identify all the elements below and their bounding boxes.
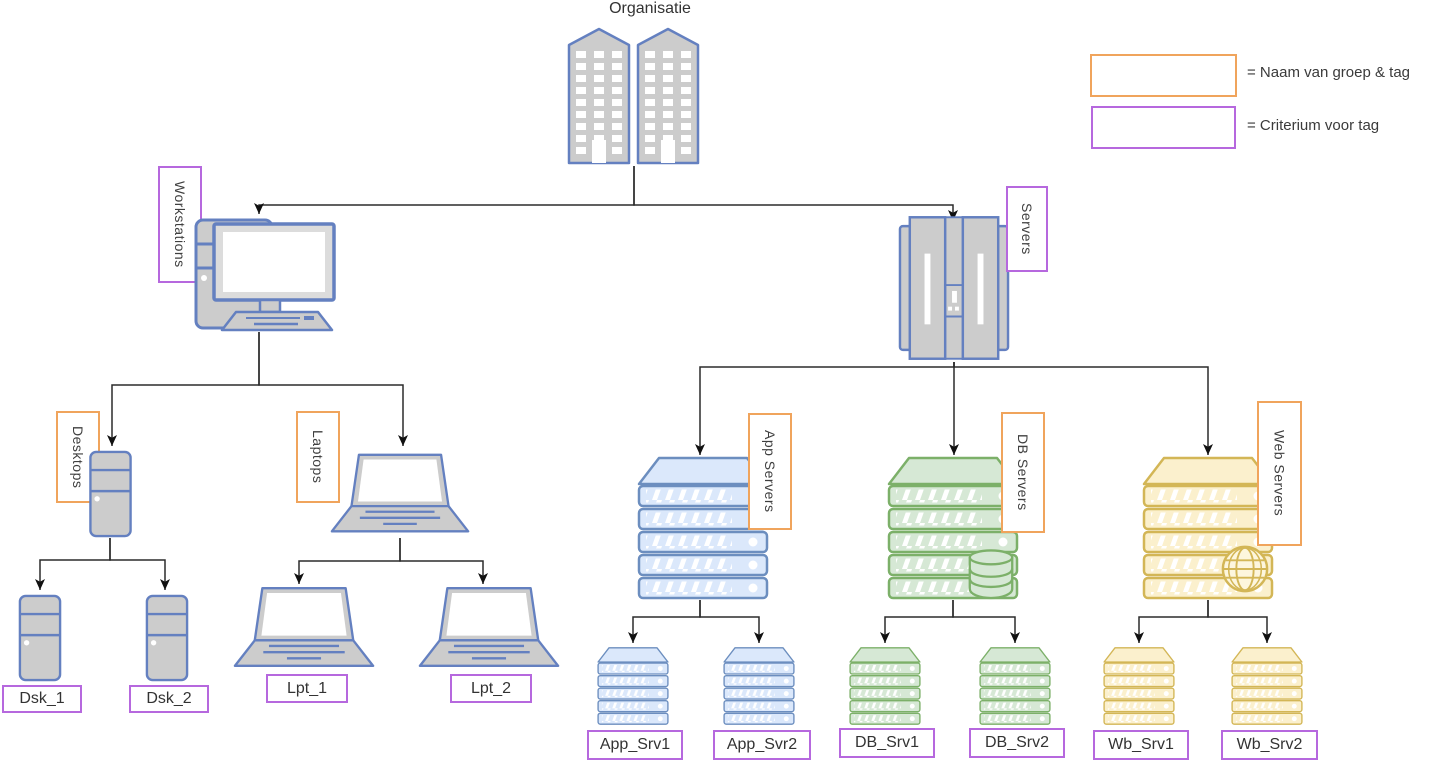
lpt1-laptop-icon	[233, 584, 375, 672]
organisation-building-icon	[635, 24, 701, 166]
db-srv1-name-box: DB_Srv1	[839, 728, 935, 758]
db-srv1-rack-icon	[849, 646, 921, 726]
organisation-building-icon	[566, 24, 632, 166]
workstations-tag-box: Workstations	[158, 166, 202, 283]
workstations-label: Workstations	[172, 181, 188, 268]
dsk2-name-box: Dsk_2	[129, 685, 209, 713]
db-srv2-rack-icon	[979, 646, 1051, 726]
edge-laptops-lpt2	[399, 538, 488, 584]
workstation-icon	[150, 212, 336, 332]
db-servers-tag-box: DB Servers	[1001, 412, 1045, 533]
legend-criterium-label: = Criterium voor tag	[1247, 117, 1380, 134]
legend-group-tag-box	[1090, 54, 1237, 97]
edge-org-workstations	[254, 166, 635, 214]
mainframe-servers-icon	[898, 214, 1010, 362]
wb-srv1-name-box: Wb_Srv1	[1093, 730, 1189, 760]
edge-app-svr2	[699, 600, 764, 643]
laptops-label: Laptops	[310, 430, 326, 484]
edge-servers-app	[695, 362, 955, 455]
dsk1-tower-icon	[17, 594, 63, 682]
desktop-tower-icon	[88, 450, 133, 538]
app-servers-tag-box: App Servers	[748, 413, 792, 530]
app-svr2-name-box: App_Svr2	[713, 730, 811, 760]
edge-workstations-laptops	[258, 332, 408, 446]
lpt2-name-box: Lpt_2	[450, 674, 532, 703]
laptop-icon	[330, 450, 470, 538]
edge-desktops-dsk2	[109, 538, 170, 590]
wb-srv2-name-box: Wb_Srv2	[1221, 730, 1318, 760]
servers-tag-box: Servers	[1006, 186, 1048, 272]
edge-db-srv2	[952, 600, 1020, 643]
servers-label: Servers	[1019, 203, 1035, 255]
edge-db-srv1	[880, 600, 954, 643]
web-servers-tag-box: Web Servers	[1257, 401, 1302, 546]
app-svr2-rack-icon	[723, 646, 795, 726]
legend-criterium-box	[1091, 106, 1236, 149]
wb-srv1-rack-icon	[1103, 646, 1175, 726]
lpt2-laptop-icon	[418, 584, 560, 672]
edge-web-srv1	[1134, 600, 1209, 643]
db-servers-label: DB Servers	[1015, 434, 1031, 511]
edge-web-srv2	[1207, 600, 1272, 643]
lpt1-name-box: Lpt_1	[266, 674, 348, 703]
app-servers-label: App Servers	[762, 430, 778, 513]
edge-servers-web	[953, 362, 1213, 455]
root-title: Organisatie	[609, 0, 691, 17]
desktops-label: Desktops	[70, 425, 86, 489]
database-cylinder-icon	[967, 548, 1015, 600]
edge-workstations-desktops	[107, 332, 260, 446]
web-servers-label: Web Servers	[1271, 430, 1288, 517]
dsk2-tower-icon	[144, 594, 190, 682]
dsk1-name-box: Dsk_1	[2, 685, 82, 713]
legend-group-tag-label: = Naam van groep & tag	[1247, 64, 1411, 81]
edge-org-servers	[633, 166, 958, 221]
edge-laptops-lpt1	[294, 538, 401, 584]
edge-app-srv1	[628, 600, 701, 643]
db-srv2-name-box: DB_Srv2	[969, 728, 1065, 758]
globe-icon	[1220, 544, 1270, 594]
laptops-tag-box: Laptops	[296, 411, 340, 503]
app-srv1-rack-icon	[597, 646, 669, 726]
app-srv1-name-box: App_Srv1	[587, 730, 683, 760]
edge-desktops-dsk1	[35, 538, 111, 590]
wb-srv2-rack-icon	[1231, 646, 1303, 726]
